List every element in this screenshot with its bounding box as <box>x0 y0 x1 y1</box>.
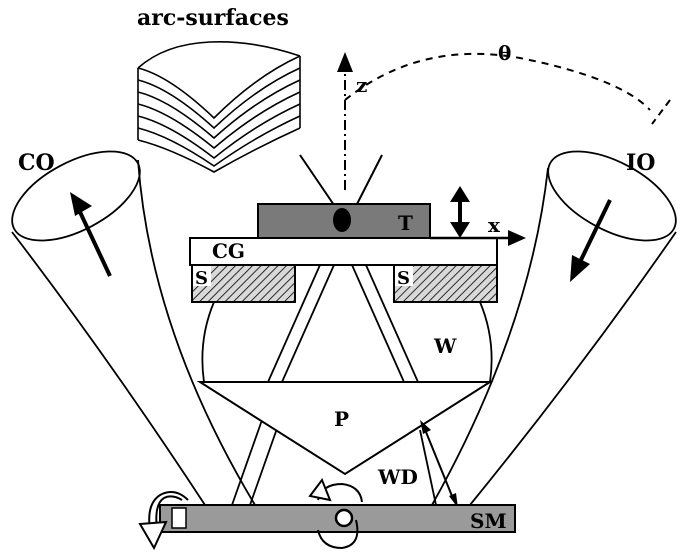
vertical-translation-arrow <box>450 186 470 238</box>
x-axis <box>430 230 526 246</box>
w-region-outline <box>201 301 493 383</box>
stage-pivot <box>334 508 354 528</box>
incident-beam-lines <box>299 154 383 209</box>
crossing-beams <box>231 264 437 506</box>
stage-sm-label: SM <box>470 509 507 533</box>
co-label: CO <box>18 150 55 176</box>
co-cone <box>11 150 256 506</box>
prism-p-label: P <box>334 407 349 431</box>
co-arrow <box>70 192 112 277</box>
stage-end-cap <box>171 507 187 529</box>
x-axis-label: x <box>488 213 501 237</box>
cover-glass-label: CG <box>212 239 245 263</box>
wd-arrow <box>420 420 458 508</box>
io-label: IO <box>626 150 655 176</box>
spacer-left-label: S <box>195 268 208 289</box>
spacer-right-label: S <box>397 268 410 289</box>
io-cone <box>431 150 677 506</box>
arc-surfaces-label: arc-surfaces <box>137 5 289 31</box>
wd-label: WD <box>377 465 418 489</box>
w-label: W <box>433 334 457 358</box>
rotation-arrow-left-icon <box>138 491 189 551</box>
prism-p <box>196 381 494 476</box>
z-axis-label: z <box>356 73 367 97</box>
theta-end-tick <box>651 99 671 125</box>
io-arrow <box>570 199 612 282</box>
cover-glass <box>189 237 498 266</box>
z-axis <box>337 52 353 190</box>
theta-arc <box>344 52 651 111</box>
focal-spot <box>333 208 351 232</box>
rotation-arrow-center-icon <box>308 477 363 550</box>
theta-label: θ <box>498 41 511 65</box>
arc-surfaces-stack <box>137 40 301 173</box>
sample-t-label: T <box>398 211 413 235</box>
